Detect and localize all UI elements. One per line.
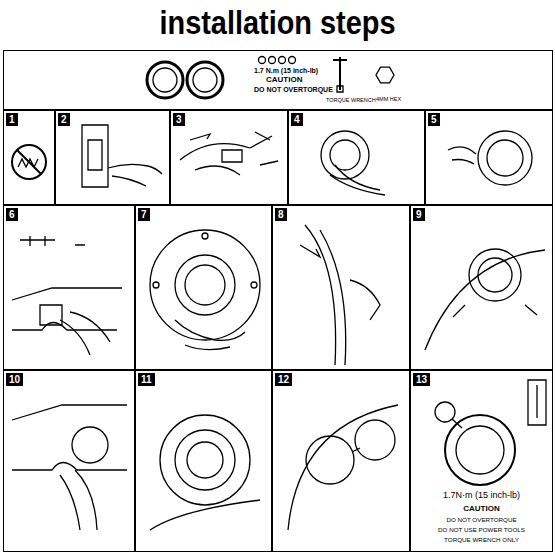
fender-line: [150, 500, 260, 530]
caution-text: CAUTION: [411, 505, 552, 514]
motion-arrow: [300, 245, 320, 257]
caution-text: 1.7N·m (15 inch-lb): [411, 491, 552, 501]
door-ring: [187, 62, 223, 98]
body-panel: [305, 225, 346, 365]
step-panel: 6: [3, 205, 135, 370]
step-number: 13: [413, 373, 430, 386]
hex-icon: [376, 67, 394, 83]
fender-line: [425, 250, 545, 350]
filler-neck: [330, 140, 360, 170]
bolt-icon: [289, 57, 296, 64]
step-panel: 3: [170, 110, 288, 205]
plate-opening: [175, 430, 235, 490]
step-number: 12: [275, 373, 292, 386]
hand: [60, 470, 97, 530]
step-number: 8: [275, 208, 287, 221]
caution-text: DO NOT OVERTORQUE: [254, 86, 333, 94]
mount-plate: [160, 415, 250, 505]
fuel-door: [82, 125, 108, 187]
prohibit-slash: [17, 150, 41, 174]
step-panel: 9: [410, 205, 553, 370]
caution-text: 1.7 N.m (15 inch-lb): [254, 67, 318, 75]
caution-text: TORQUE WRENCH: [326, 97, 376, 103]
step-panel: 2: [55, 110, 170, 205]
step-number: 3: [173, 113, 185, 126]
step-number: 9: [413, 208, 425, 221]
caution-text: CAUTION: [266, 76, 302, 85]
caution-text: 4MM HEX: [376, 96, 401, 102]
bolt-icon: [259, 57, 266, 64]
bolt-icon: [279, 57, 286, 64]
caution-text: DO NOT USE POWER TOOLS: [411, 527, 552, 534]
door-open: [355, 420, 395, 460]
leader-line: [452, 419, 462, 428]
hands-tool: [180, 136, 278, 175]
car-body: [12, 405, 127, 470]
step-panel: 7: [135, 205, 272, 370]
step-panel: 5: [425, 110, 553, 205]
step-number: 2: [58, 113, 70, 126]
hand: [448, 147, 476, 164]
bolt-icon: [269, 57, 276, 64]
door-ring: [445, 415, 515, 485]
filler-ring: [478, 131, 532, 185]
step-number: 7: [138, 208, 150, 221]
page-title: installation steps: [42, 0, 514, 44]
hand: [350, 280, 380, 320]
step-panel: 10: [3, 370, 135, 552]
step-panel: 13 1.7N·m (15 inch-lb) CAUTION DO NOT OVERT…: [410, 370, 553, 552]
fender-line: [288, 405, 398, 530]
gasket-ring: [147, 62, 183, 98]
step-number: 4: [291, 113, 303, 126]
bolt-hole: [202, 233, 208, 239]
wrench-shaft: [339, 57, 341, 90]
step-panel: 8: [272, 205, 410, 370]
step-panel: 1: [3, 110, 55, 205]
tool-head: [222, 150, 242, 162]
hand: [60, 312, 110, 355]
step-panel: 4: [288, 110, 425, 205]
wrench-head: [337, 86, 343, 92]
arrows: [20, 236, 85, 246]
wrench-icon: [536, 385, 537, 418]
step-number: 10: [6, 373, 23, 386]
door-ring: [469, 249, 521, 301]
hinge: [352, 448, 360, 452]
motion-arrow: [453, 305, 537, 317]
wrench-handle: [333, 59, 347, 61]
prohibit-circle: [12, 145, 46, 179]
filler-cap: [185, 265, 225, 305]
gasket-ring-inner: [153, 68, 177, 92]
filler-ring: [321, 131, 369, 179]
fuel-door: [72, 427, 108, 463]
bolt-hole: [251, 282, 257, 288]
bolt-hole: [153, 282, 159, 288]
step-number: 5: [428, 113, 440, 126]
fuel-opening: [40, 305, 62, 325]
motion-arrow: [190, 132, 270, 140]
hand: [175, 320, 245, 350]
plate-opening: [175, 255, 235, 315]
caution-text: TORQUE WRENCH ONLY: [411, 537, 552, 544]
caution-text: DO NOT OVERTORQUE: [411, 517, 552, 524]
door-ring-inner: [193, 68, 217, 92]
step-number: 11: [138, 373, 155, 386]
filler-neck: [487, 140, 523, 176]
fuel-door-inner: [88, 140, 102, 170]
hand: [330, 165, 385, 195]
door-inner: [456, 426, 504, 474]
step-panel: 11: [135, 370, 272, 552]
step-panel: 12: [272, 370, 410, 552]
door-ring: [306, 436, 354, 484]
tool-inset: [528, 380, 546, 425]
door-inner: [478, 258, 512, 292]
parts-panel: 1.7 N.m (15 inch-lb)CAUTIONDO NOT OVERTO…: [3, 50, 553, 110]
step-number: 1: [6, 113, 18, 126]
hand: [108, 164, 162, 186]
mount-plate: [150, 230, 260, 340]
filler-cap: [187, 442, 223, 478]
step-number: 6: [6, 208, 18, 221]
